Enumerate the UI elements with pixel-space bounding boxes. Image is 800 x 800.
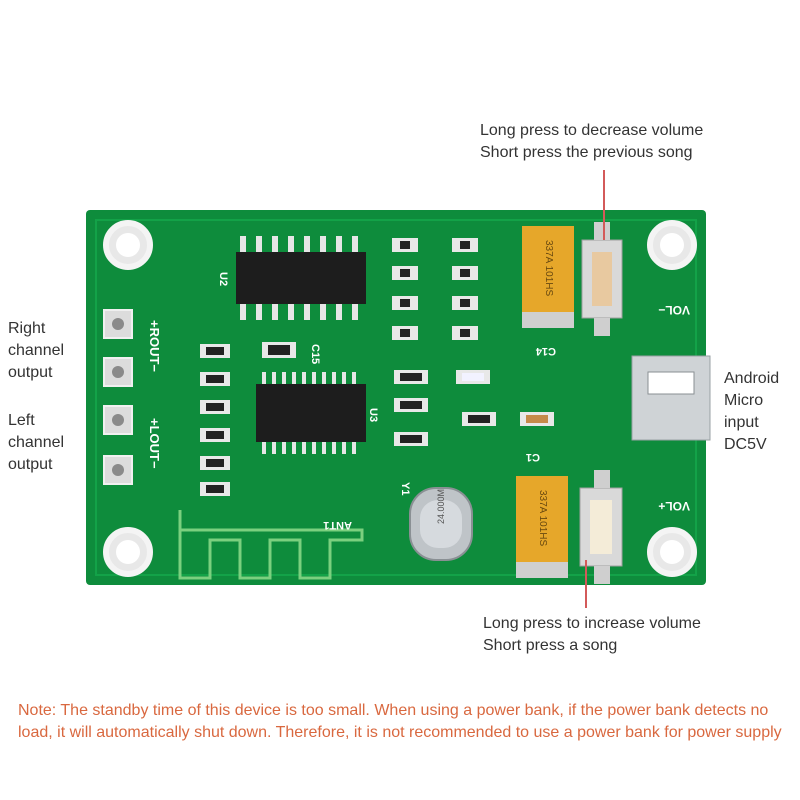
callout-line: Short press a song xyxy=(483,637,618,654)
callout-line: DC5V xyxy=(724,436,767,453)
callout-right-channel: Right channel output xyxy=(8,318,64,384)
callout-line: output xyxy=(8,456,53,473)
y1-label: Y1 xyxy=(399,482,411,495)
callout-line: Short press the previous song xyxy=(480,144,693,161)
leader-line-bottom xyxy=(585,560,587,608)
u3-label: U3 xyxy=(367,408,379,422)
u2-label: U2 xyxy=(217,272,229,286)
power-bank-note: Note: The standby time of this device is… xyxy=(18,702,782,741)
antenna-trace xyxy=(178,510,364,580)
callout-left-channel: Left channel output xyxy=(8,410,64,476)
rout-label: +ROUT− xyxy=(147,320,162,372)
tantalum-cap-c14 xyxy=(522,226,574,328)
callout-line: Long press to decrease volume xyxy=(480,122,704,139)
c14-label: C14 xyxy=(535,345,556,357)
vol-plus-label: VOL+ xyxy=(658,499,690,513)
vol-minus-switch xyxy=(581,222,623,336)
callout-line: output xyxy=(8,364,53,381)
chip-u3 xyxy=(256,372,366,454)
callout-line: channel xyxy=(8,342,65,359)
micro-usb-port xyxy=(631,355,711,441)
crystal-marking: 24.000M xyxy=(436,489,446,524)
callout-decrease-volume: Long press to decrease volume Short pres… xyxy=(480,120,703,164)
callout-increase-volume: Long press to increase volume Short pres… xyxy=(483,613,701,657)
vol-plus-switch xyxy=(579,470,623,584)
cap-bottom-marking: 337A 101HS xyxy=(537,490,548,546)
c15-label: C15 xyxy=(309,344,321,364)
chip-u2 xyxy=(236,236,366,320)
c1-label: C1 xyxy=(526,451,540,463)
callout-line: Right xyxy=(8,320,46,337)
callout-line: Android xyxy=(724,370,780,387)
callout-line: channel xyxy=(8,434,65,451)
callout-line: input xyxy=(724,414,759,431)
mounting-holes xyxy=(103,220,697,577)
leader-line-top xyxy=(603,170,605,240)
crystal-y1 xyxy=(409,487,473,561)
lout-label: +LOUT− xyxy=(147,418,162,469)
callout-usb-input: Android Micro input DC5V xyxy=(724,368,779,456)
callout-line: Micro xyxy=(724,392,764,409)
callout-line: Left xyxy=(8,412,35,429)
tantalum-cap-c1 xyxy=(516,476,568,578)
callout-line: Long press to increase volume xyxy=(483,615,701,632)
cap-top-marking: 337A 101HS xyxy=(543,240,554,296)
vol-minus-label: VOL− xyxy=(658,303,690,317)
ant-label: ANT1 xyxy=(323,519,352,531)
